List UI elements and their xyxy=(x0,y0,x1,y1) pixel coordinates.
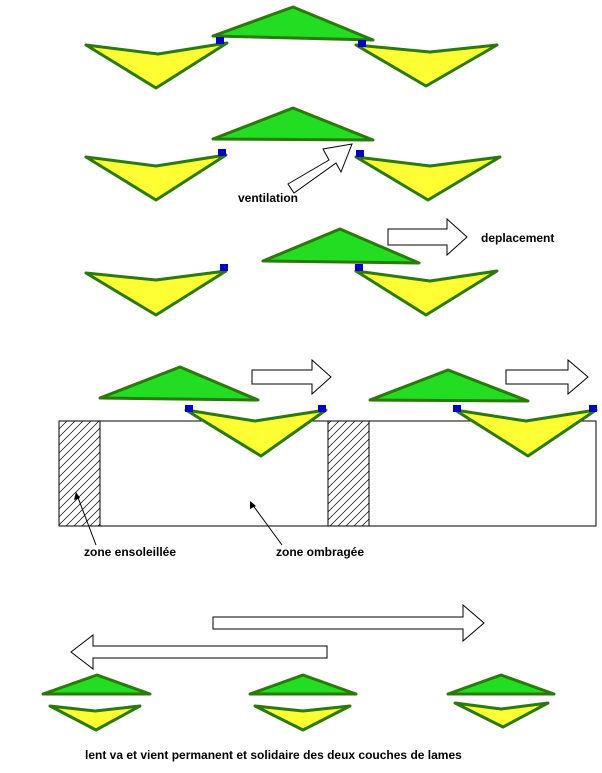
upper-blade-right xyxy=(368,368,530,403)
pivot-right xyxy=(358,40,366,47)
lower-blade-right xyxy=(354,269,499,317)
upper-blade xyxy=(446,673,556,696)
row-shading: zone ensoleillée zone ombragée xyxy=(58,358,598,559)
upper-blade xyxy=(211,5,375,42)
pointer-sunny xyxy=(76,494,97,546)
pointer-shaded xyxy=(251,503,283,546)
sunny-zone-left xyxy=(58,420,101,527)
arrow-forward xyxy=(212,603,485,643)
zone-ombragee-label: zone ombragée xyxy=(276,545,364,559)
deplacement-arrow xyxy=(387,217,468,257)
pointer-sunny-head xyxy=(74,492,80,500)
lower-blade-left xyxy=(84,269,228,317)
pivot xyxy=(589,405,597,412)
lower-blade-right xyxy=(354,43,499,88)
arrow-backward xyxy=(70,633,328,671)
lower-blade-left xyxy=(84,153,228,202)
row-deplacement: deplacement xyxy=(84,217,554,317)
pivot-left xyxy=(220,264,228,271)
move-arrow-left xyxy=(251,358,332,396)
pivot xyxy=(185,405,193,412)
zone-ensoleillee-label: zone ensoleillée xyxy=(84,545,176,559)
lower-blade-left xyxy=(84,41,229,90)
move-arrow-right xyxy=(505,358,589,396)
sunny-zone-right xyxy=(327,420,370,527)
lower-blade xyxy=(48,704,142,732)
upper-blade-left xyxy=(98,365,260,402)
pivot-left xyxy=(218,149,226,156)
lower-blade xyxy=(453,701,550,729)
pivot-right xyxy=(355,264,363,271)
row-oscillation: lent va et vient permanent et solidaire … xyxy=(41,603,556,762)
pivot xyxy=(453,405,461,412)
upper-blade xyxy=(211,106,375,142)
ventilation-label: ventilation xyxy=(238,191,298,205)
ventilation-arrow xyxy=(287,143,353,194)
row-closed xyxy=(84,5,499,90)
upper-blade xyxy=(261,227,421,265)
pointer-shaded-head xyxy=(250,501,256,509)
row-ventilation: ventilation xyxy=(84,106,502,205)
pivot xyxy=(318,405,326,412)
upper-blade xyxy=(41,673,152,696)
lower-blade xyxy=(253,704,352,732)
upper-blade xyxy=(248,673,358,696)
pivot-left xyxy=(216,37,224,44)
caption: lent va et vient permanent et solidaire … xyxy=(85,748,462,762)
lower-blade-right xyxy=(354,155,502,202)
deplacement-label: deplacement xyxy=(481,231,554,245)
pivot-right xyxy=(356,150,364,157)
